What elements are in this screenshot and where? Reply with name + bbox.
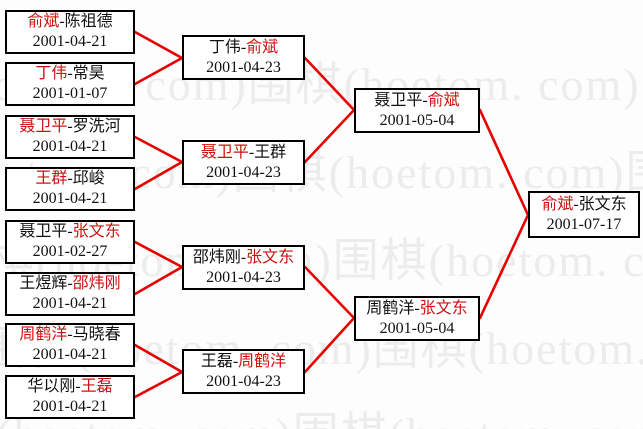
match-players: 俞斌-陈祖德 bbox=[27, 12, 112, 32]
player-name: 周鹤洋 bbox=[366, 299, 415, 317]
match-date: 2001-02-27 bbox=[32, 243, 108, 260]
match-date: 2001-04-23 bbox=[206, 163, 281, 181]
player-name: 王群 bbox=[254, 143, 287, 161]
player-name: 罗洗河 bbox=[72, 118, 121, 135]
player-name: 华以刚 bbox=[27, 378, 76, 395]
match-date: 2001-04-21 bbox=[32, 33, 108, 50]
player-separator: - bbox=[67, 118, 73, 135]
player-name: 张文东 bbox=[578, 195, 627, 213]
match-date: 2001-04-21 bbox=[32, 398, 108, 415]
match-box-r1-1: 俞斌-陈祖德 2001-04-21 bbox=[5, 10, 135, 54]
player-name: 邵炜刚 bbox=[72, 275, 121, 292]
player-name: 丁伟 bbox=[35, 65, 68, 82]
match-box-r1-8: 华以刚-王磊 2001-04-21 bbox=[5, 375, 135, 419]
player-separator: - bbox=[67, 170, 73, 187]
player-name: 丁伟 bbox=[208, 38, 241, 56]
match-date: 2001-04-23 bbox=[206, 372, 281, 390]
match-date: 2001-04-21 bbox=[32, 190, 108, 207]
player-name: 聂卫平 bbox=[19, 118, 68, 135]
match-date: 2001-05-04 bbox=[379, 319, 455, 337]
player-name: 王磊 bbox=[200, 352, 233, 370]
match-box-r2-3: 邵炜刚-张文东 2001-04-23 bbox=[182, 245, 305, 290]
player-name: 陈祖德 bbox=[64, 13, 113, 30]
match-players: 王群-邱峻 bbox=[35, 169, 104, 189]
player-name: 周鹤洋 bbox=[19, 326, 68, 343]
match-box-r2-4: 王磊-周鹤洋 2001-04-23 bbox=[182, 349, 305, 394]
player-name: 王磊 bbox=[80, 378, 113, 395]
player-separator: - bbox=[67, 223, 73, 240]
player-name: 俞斌 bbox=[541, 195, 574, 213]
match-players: 丁伟-常昊 bbox=[35, 64, 104, 84]
match-box-r2-1: 丁伟-俞斌 2001-04-23 bbox=[182, 35, 305, 80]
match-players: 聂卫平-罗洗河 bbox=[19, 117, 120, 137]
match-box-r1-4: 王群-邱峻 2001-04-21 bbox=[5, 167, 135, 211]
match-players: 聂卫平-张文东 bbox=[19, 222, 120, 242]
match-date: 2001-05-04 bbox=[379, 111, 455, 129]
player-separator: - bbox=[248, 143, 255, 161]
player-name: 邱峻 bbox=[72, 170, 105, 187]
match-players: 邵炜刚-张文东 bbox=[193, 248, 294, 268]
match-box-r2-2: 聂卫平-王群 2001-04-23 bbox=[182, 140, 305, 185]
match-box-r1-3: 聂卫平-罗洗河 2001-04-21 bbox=[5, 115, 135, 159]
match-box-r1-5: 聂卫平-张文东 2001-02-27 bbox=[5, 220, 135, 264]
match-box-r1-6: 王煜辉-邵炜刚 2001-04-21 bbox=[5, 272, 135, 316]
match-box-r1-7: 周鹤洋-马晓春 2001-04-21 bbox=[5, 323, 135, 367]
match-box-final: 俞斌-张文东 2001-07-17 bbox=[528, 191, 640, 238]
player-name: 王煜辉 bbox=[19, 275, 68, 292]
player-name: 张文东 bbox=[72, 223, 121, 240]
match-players: 丁伟-俞斌 bbox=[209, 38, 278, 58]
player-name: 聂卫平 bbox=[200, 143, 249, 161]
match-players: 聂卫平-王群 bbox=[201, 143, 286, 163]
match-players: 周鹤洋-张文东 bbox=[366, 299, 467, 319]
match-date: 2001-04-23 bbox=[206, 268, 281, 286]
match-box-sf-1: 聂卫平-俞斌 2001-05-04 bbox=[354, 88, 480, 133]
match-players: 俞斌-张文东 bbox=[541, 195, 626, 215]
match-players: 周鹤洋-马晓春 bbox=[19, 325, 120, 345]
match-date: 2001-04-21 bbox=[32, 346, 108, 363]
player-name: 俞斌 bbox=[427, 91, 460, 109]
match-players: 聂卫平-俞斌 bbox=[374, 91, 459, 111]
player-name: 邵炜刚 bbox=[192, 248, 241, 266]
player-separator: - bbox=[67, 326, 73, 343]
player-separator: - bbox=[67, 65, 73, 82]
player-name: 聂卫平 bbox=[19, 223, 68, 240]
player-separator: - bbox=[59, 13, 65, 30]
match-players: 华以刚-王磊 bbox=[27, 377, 112, 397]
player-name: 马晓春 bbox=[72, 326, 121, 343]
player-name: 张文东 bbox=[246, 248, 295, 266]
player-separator: - bbox=[240, 38, 247, 56]
match-date: 2001-04-21 bbox=[32, 295, 108, 312]
match-players: 王磊-周鹤洋 bbox=[201, 352, 286, 372]
player-name: 王群 bbox=[35, 170, 68, 187]
player-name: 常昊 bbox=[72, 65, 105, 82]
player-separator: - bbox=[240, 248, 247, 266]
player-name: 俞斌 bbox=[27, 13, 60, 30]
match-date: 2001-04-21 bbox=[32, 138, 108, 155]
player-name: 周鹤洋 bbox=[238, 352, 287, 370]
player-name: 俞斌 bbox=[246, 38, 279, 56]
match-date: 2001-04-23 bbox=[206, 58, 281, 76]
player-separator: - bbox=[414, 299, 420, 317]
player-separator: - bbox=[75, 378, 81, 395]
player-separator: - bbox=[422, 91, 428, 109]
match-date: 2001-07-17 bbox=[546, 215, 622, 233]
player-name: 聂卫平 bbox=[374, 91, 423, 109]
match-players: 王煜辉-邵炜刚 bbox=[19, 274, 120, 294]
player-separator: - bbox=[67, 275, 73, 292]
player-name: 张文东 bbox=[419, 299, 468, 317]
player-separator: - bbox=[232, 352, 239, 370]
player-separator: - bbox=[573, 195, 579, 213]
match-date: 2001-01-07 bbox=[32, 85, 108, 102]
match-box-r1-2: 丁伟-常昊 2001-01-07 bbox=[5, 62, 135, 106]
match-box-sf-2: 周鹤洋-张文东 2001-05-04 bbox=[354, 296, 480, 341]
